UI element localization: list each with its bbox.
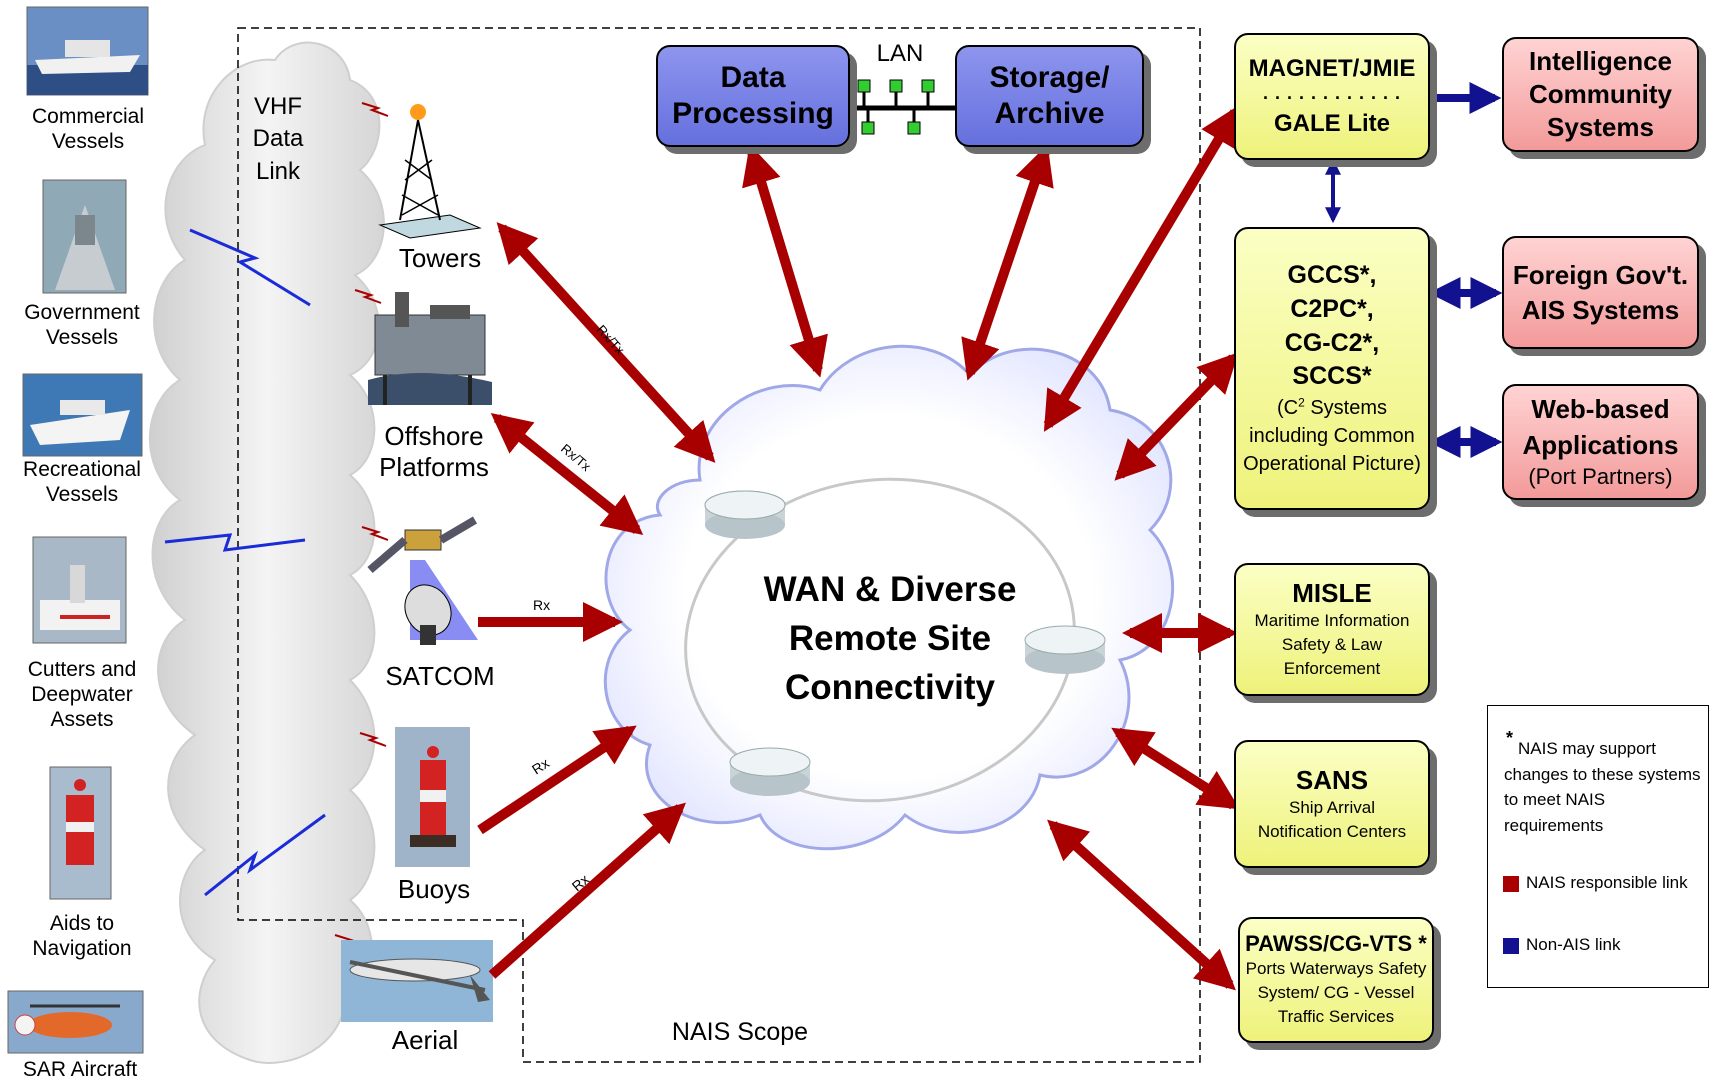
foreign-gov-ais-box: Foreign Gov't. AIS Systems xyxy=(1502,236,1699,349)
magnet-wan-link xyxy=(1043,105,1240,432)
router-icon xyxy=(729,747,811,796)
small-signal-icon xyxy=(354,289,382,304)
misle-box: MISLE Maritime Information Safety & Law … xyxy=(1234,563,1430,696)
web-based-applications-box: Web-based Applications (Port Partners) xyxy=(1502,384,1699,500)
gccs-box: GCCS*, C2PC*, CG-C2*, SCCS* (C2 Systems … xyxy=(1234,227,1430,510)
buoys-wan-link xyxy=(477,725,637,835)
satellite-dish-icon xyxy=(367,516,478,645)
small-signal-icon xyxy=(361,526,389,541)
offshore-platform-icon xyxy=(368,292,492,405)
vessel-label-sar: SAR Aircraft xyxy=(22,1058,138,1081)
lan-label: LAN xyxy=(876,40,924,67)
legend-red-swatch xyxy=(1503,876,1519,892)
radio-link-bolt-icon xyxy=(204,813,326,897)
small-signal-icon xyxy=(359,732,387,747)
intelligence-community-box: Intelligence Community Systems xyxy=(1502,37,1699,152)
router-icon xyxy=(1024,625,1106,674)
vessel-label-cutters: Cutters and Deepwater Assets xyxy=(27,658,137,732)
buoys-link-label: Rx xyxy=(529,755,552,778)
vessel-label-government: Government Vessels xyxy=(24,301,140,350)
buoy-icon xyxy=(395,727,470,867)
storage-wan-link xyxy=(961,144,1054,381)
pawss-box: PAWSS/CG-VTS * Ports Waterways Safety Sy… xyxy=(1238,917,1434,1043)
nais-scope-boundary xyxy=(237,27,1201,1063)
government-vessel-photo xyxy=(42,179,127,294)
magnet-jmie-box: MAGNET/JMIE . . . . . . . . . . . . GALE… xyxy=(1234,33,1430,160)
satcom-link-label: Rx xyxy=(533,597,550,613)
towers-label: Towers xyxy=(398,243,482,273)
aid-to-navigation-photo xyxy=(49,766,112,900)
nais-link-arrows xyxy=(477,105,1240,991)
legend-star: * xyxy=(1506,728,1514,748)
aerial-drone-icon xyxy=(341,940,493,1022)
router-icon xyxy=(704,490,786,539)
legend-note: NAIS may support changes to these system… xyxy=(1504,739,1701,835)
recreational-vessel-photo xyxy=(22,373,143,457)
data-processing-box: Data Processing xyxy=(656,45,850,147)
sar-aircraft-photo xyxy=(7,990,144,1054)
legend-red-label: NAIS responsible link xyxy=(1526,873,1688,892)
aerial-label: Aerial xyxy=(391,1025,459,1055)
small-signal-icon xyxy=(361,102,389,117)
vessel-label-aids: Aids to Navigation xyxy=(32,912,132,961)
aerial-wan-link xyxy=(488,802,686,979)
commercial-vessel-photo xyxy=(26,6,149,96)
satcom-label: SATCOM xyxy=(385,661,495,691)
radio-link-bolt-icon xyxy=(164,533,306,552)
tower-icon xyxy=(378,104,482,239)
vessel-label-recreational: Recreational Vessels xyxy=(23,458,141,507)
sans-box: SANS Ship Arrival Notification Centers xyxy=(1234,740,1430,868)
legend: * NAIS may support changes to these syst… xyxy=(1487,705,1709,988)
vessel-label-commercial: Commercial Vessels xyxy=(31,105,144,154)
legend-blue-label: Non-AIS link xyxy=(1526,935,1621,954)
lan-network-icon xyxy=(845,79,960,135)
vhf-cloud xyxy=(148,41,385,1064)
offshore-wan-link xyxy=(490,413,644,535)
sans-wan-link xyxy=(1111,727,1240,810)
gccs-wan-link xyxy=(1114,352,1239,481)
pawss-wan-link xyxy=(1047,819,1236,991)
buoys-label: Buoys xyxy=(397,874,471,904)
data-processing-wan-link xyxy=(742,144,828,378)
cutter-photo xyxy=(32,536,127,644)
nais-scope-label: NAIS Scope xyxy=(671,1018,809,1046)
storage-archive-box: Storage/ Archive xyxy=(955,45,1144,147)
radio-link-bolt-icon xyxy=(189,228,311,307)
towers-wan-link xyxy=(496,222,716,463)
legend-blue-swatch xyxy=(1503,938,1519,954)
